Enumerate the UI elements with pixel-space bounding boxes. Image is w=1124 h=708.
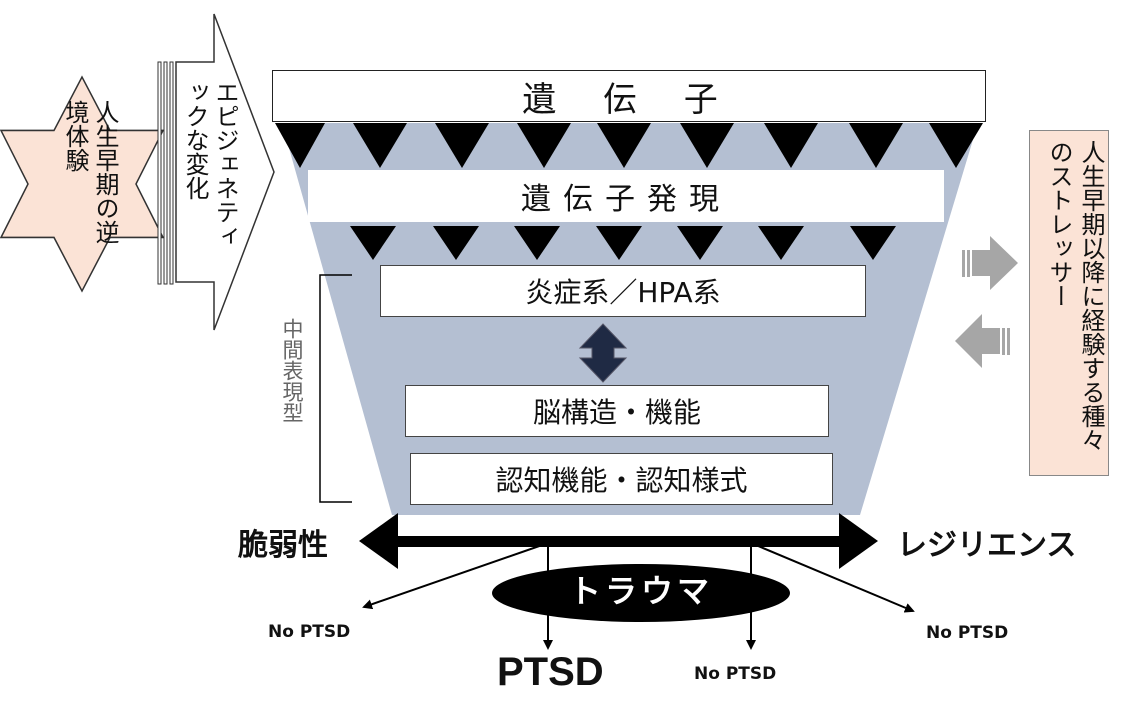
cognition-box: 認知機能・認知様式: [410, 453, 833, 505]
arrow-no-ptsd-left: [362, 542, 549, 610]
trauma-label: トラウマ: [568, 572, 713, 610]
intermediate-bracket: [319, 274, 352, 503]
gene-label: 遺 伝 子: [522, 79, 736, 120]
down-triangle-marker: [680, 123, 734, 168]
arrow-no-ptsd-right: [750, 542, 915, 613]
no-ptsd-right-label: No PTSD: [926, 623, 1009, 643]
expression-triangle-row: [350, 226, 896, 260]
vertical-double-arrow: [578, 323, 628, 383]
resilience-label: レジリエンス: [897, 528, 1077, 563]
trauma-ellipse: [492, 564, 790, 622]
right-block-arrow: [157, 13, 275, 331]
down-triangle-marker: [433, 226, 479, 260]
six-point-star-shape: [0, 75, 165, 293]
later-stress-box: [1029, 130, 1109, 476]
down-triangle-marker: [517, 123, 571, 168]
early-adversity-label: 人生早期の逆境体験: [61, 100, 119, 244]
ptsd-label: PTSD: [497, 650, 604, 694]
gene-expression-label: 遺伝子発現: [521, 182, 731, 217]
down-triangle-marker: [597, 123, 651, 168]
down-triangle-marker: [514, 226, 560, 260]
cognition-label: 認知機能・認知様式: [495, 464, 748, 497]
left-gray-arrow: [955, 314, 1010, 368]
down-triangle-marker: [350, 226, 396, 260]
later-stress-label: 人生早期以降に経験する種々のストレッサー: [1045, 140, 1105, 452]
brain-structure-box: 脳構造・機能: [405, 385, 829, 437]
gene-expression-box: 遺伝子発現: [308, 170, 944, 222]
down-triangle-marker: [353, 123, 407, 168]
down-triangle-marker: [929, 123, 983, 168]
no-ptsd-middle-label: No PTSD: [694, 664, 777, 684]
gene-triangle-row: [275, 123, 983, 168]
down-triangle-marker: [435, 123, 489, 168]
down-triangle-marker: [677, 226, 723, 260]
down-triangle-marker: [596, 226, 642, 260]
down-triangle-marker: [275, 123, 325, 168]
horizontal-double-arrow: [359, 513, 878, 569]
no-ptsd-left-label: No PTSD: [268, 622, 351, 642]
down-triangle-marker: [758, 226, 804, 260]
inflammation-hpa-label: 炎症系／HPA系: [525, 276, 721, 309]
side-arrows: [955, 236, 1018, 368]
vulnerability-label: 脆弱性: [238, 528, 328, 563]
down-triangle-marker: [764, 123, 818, 168]
down-triangle-marker: [849, 123, 903, 168]
intermediate-phenotype-label: 中間表現型: [280, 318, 304, 423]
gene-box: 遺 伝 子: [272, 70, 986, 122]
brain-structure-label: 脳構造・機能: [532, 396, 701, 429]
down-triangle-marker: [850, 226, 896, 260]
inflammation-hpa-box: 炎症系／HPA系: [380, 265, 866, 317]
right-gray-arrow: [962, 236, 1018, 290]
epigenetic-label: エピジェネティックな変化: [181, 80, 239, 248]
